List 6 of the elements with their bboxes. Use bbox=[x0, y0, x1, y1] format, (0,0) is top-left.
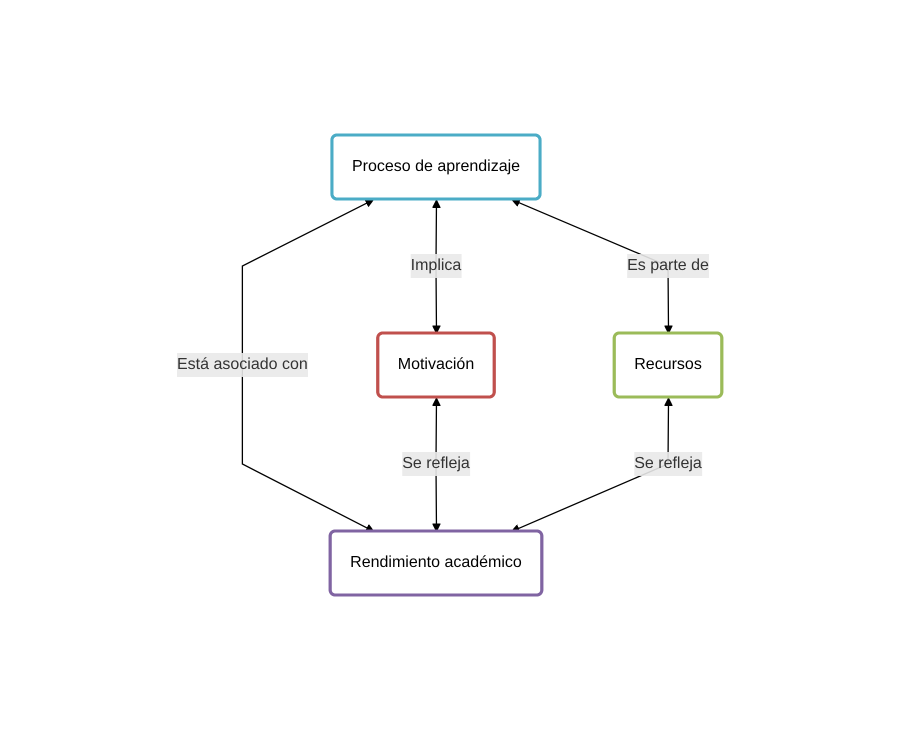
edge-label: Implica bbox=[410, 257, 462, 274]
arrow bbox=[242, 199, 374, 532]
edge-label: Se refleja bbox=[402, 455, 470, 472]
edge-label: Se refleja bbox=[634, 455, 702, 472]
edge-label: Está asociado con bbox=[177, 356, 308, 373]
edge-label: Es parte de bbox=[627, 257, 710, 274]
